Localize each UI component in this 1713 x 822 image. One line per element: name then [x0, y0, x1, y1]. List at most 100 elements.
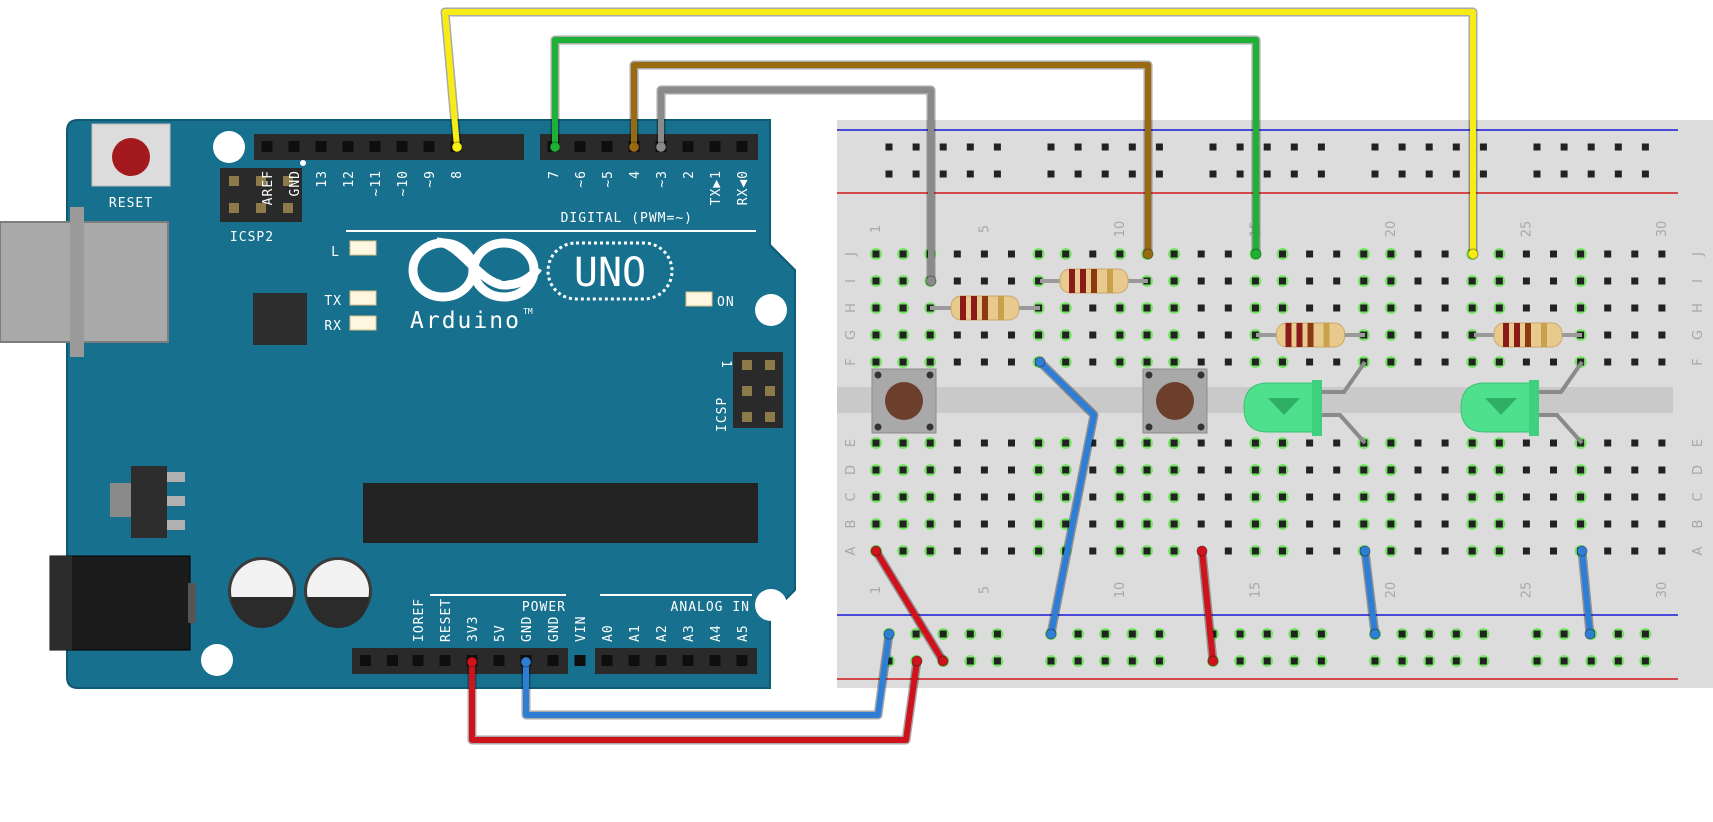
- analog-pin-label: A3: [682, 624, 697, 642]
- breadboard-hole: [1251, 493, 1259, 501]
- power-header: [352, 648, 568, 674]
- breadboard-hole: [872, 358, 880, 366]
- mounting-hole: [755, 294, 787, 326]
- breadboard-hole: [1658, 520, 1666, 528]
- breadboard-hole: [1533, 170, 1541, 178]
- breadboard-hole: [1251, 277, 1259, 285]
- breadboard-hole: [1170, 358, 1178, 366]
- breadboard-hole: [1035, 331, 1043, 339]
- breadboard-hole: [1360, 250, 1368, 258]
- red-rail-jumper: [873, 548, 946, 664]
- column-number: 10: [1113, 221, 1128, 238]
- breadboard-hole: [1414, 277, 1422, 285]
- breadboard-hole: [1089, 331, 1097, 339]
- digital-pin-socket: [736, 141, 748, 152]
- breadboard-hole: [1279, 250, 1286, 258]
- breadboard-hole: [1387, 277, 1395, 285]
- usb-flange: [70, 207, 84, 357]
- breadboard-hole: [1641, 630, 1649, 638]
- breadboard-hole: [1224, 466, 1232, 474]
- breadboard-hole: [1631, 520, 1639, 528]
- breadboard-hole: [872, 331, 880, 339]
- breadboard-hole: [1101, 630, 1109, 638]
- breadboard-hole: [1468, 331, 1476, 339]
- breadboard-hole: [1209, 143, 1217, 151]
- breadboard-hole: [885, 657, 893, 665]
- breadboard-hole: [1522, 358, 1530, 366]
- breadboard-hole: [1224, 547, 1232, 555]
- breadboard-hole: [1116, 250, 1124, 258]
- breadboard-hole: [993, 657, 1001, 665]
- row-letter: G: [844, 330, 859, 340]
- breadboard-hole: [1224, 331, 1232, 339]
- breadboard-hole: [1197, 520, 1205, 528]
- breadboard-hole: [1560, 170, 1568, 178]
- breadboard-hole: [1089, 304, 1097, 312]
- voltage-regulator: [131, 466, 167, 538]
- reset-button-cap[interactable]: [112, 138, 150, 176]
- breadboard-hole: [953, 493, 961, 501]
- green-wire-end: [1250, 248, 1262, 260]
- breadboard-hole: [1604, 277, 1612, 285]
- breadboard-hole: [1279, 304, 1286, 312]
- blue-led1-jumper-end: [1359, 545, 1371, 557]
- power-pin-socket: [439, 655, 451, 666]
- breadboard-hole: [1008, 250, 1015, 258]
- breadboard-hole: [1062, 466, 1070, 474]
- breadboard-hole: [993, 170, 1001, 178]
- breadboard-hole: [1360, 520, 1368, 528]
- breadboard-hole: [1279, 466, 1286, 474]
- breadboard-hole: [1398, 657, 1406, 665]
- breadboard-hole: [1495, 358, 1503, 366]
- digital-pin-label: ~5: [601, 170, 616, 188]
- pushbutton-1[interactable]: [871, 368, 937, 434]
- breadboard-hole: [1441, 439, 1449, 447]
- breadboard-hole: [1089, 439, 1097, 447]
- breadboard-hole: [1604, 493, 1612, 501]
- power-pin-label: GND: [547, 616, 562, 642]
- breadboard-hole: [1101, 170, 1109, 178]
- analog-pin-socket: [628, 655, 640, 666]
- digital-pin-socket: [682, 141, 694, 152]
- breadboard-hole: [1333, 304, 1341, 312]
- breadboard-hole: [1170, 520, 1178, 528]
- breadboard-hole: [1089, 520, 1097, 528]
- breadboard-hole: [1170, 547, 1178, 555]
- led-on-label: ON: [717, 295, 735, 310]
- usb-chip: [253, 293, 307, 345]
- digital-pin-label: 8: [450, 170, 465, 179]
- breadboard-hole: [1306, 358, 1314, 366]
- digital-header-right: [540, 134, 758, 160]
- breadboard-hole: [1236, 630, 1244, 638]
- digital-section-label: DIGITAL (PWM=~): [561, 211, 693, 226]
- analog-pin-label: A0: [601, 624, 616, 642]
- breadboard-hole: [1008, 493, 1015, 501]
- breadboard-hole: [1170, 466, 1178, 474]
- arduino-uno-board: RESET ICSP2 L TX RX ON UNO: [0, 119, 796, 689]
- red-button2-jumper-end: [1196, 545, 1208, 557]
- breadboard-hole: [1251, 547, 1259, 555]
- breadboard-hole: [1387, 547, 1395, 555]
- breadboard-hole: [1074, 143, 1082, 151]
- breadboard-hole: [1062, 520, 1070, 528]
- breadboard-hole: [1279, 277, 1286, 285]
- digital-pin-label: ~11: [369, 170, 384, 196]
- breadboard-hole: [899, 547, 907, 555]
- digital-pin-label: ~6: [574, 170, 589, 188]
- breadboard-hole: [1197, 304, 1205, 312]
- breadboard-hole: [1251, 520, 1259, 528]
- breadboard-hole: [953, 331, 961, 339]
- breadboard-hole: [980, 358, 988, 366]
- pushbutton-2[interactable]: [1142, 368, 1208, 434]
- column-number: 30: [1655, 221, 1670, 238]
- breadboard-hole: [1062, 331, 1070, 339]
- breadboard-hole: [1371, 170, 1379, 178]
- breadboard-hole: [1468, 466, 1476, 474]
- breadboard-hole: [1143, 520, 1151, 528]
- breadboard-hole: [872, 466, 880, 474]
- breadboard-hole: [1236, 143, 1244, 151]
- breadboard-hole: [926, 547, 934, 555]
- breadboard-hole: [1631, 358, 1639, 366]
- power-pin-socket: [574, 655, 586, 666]
